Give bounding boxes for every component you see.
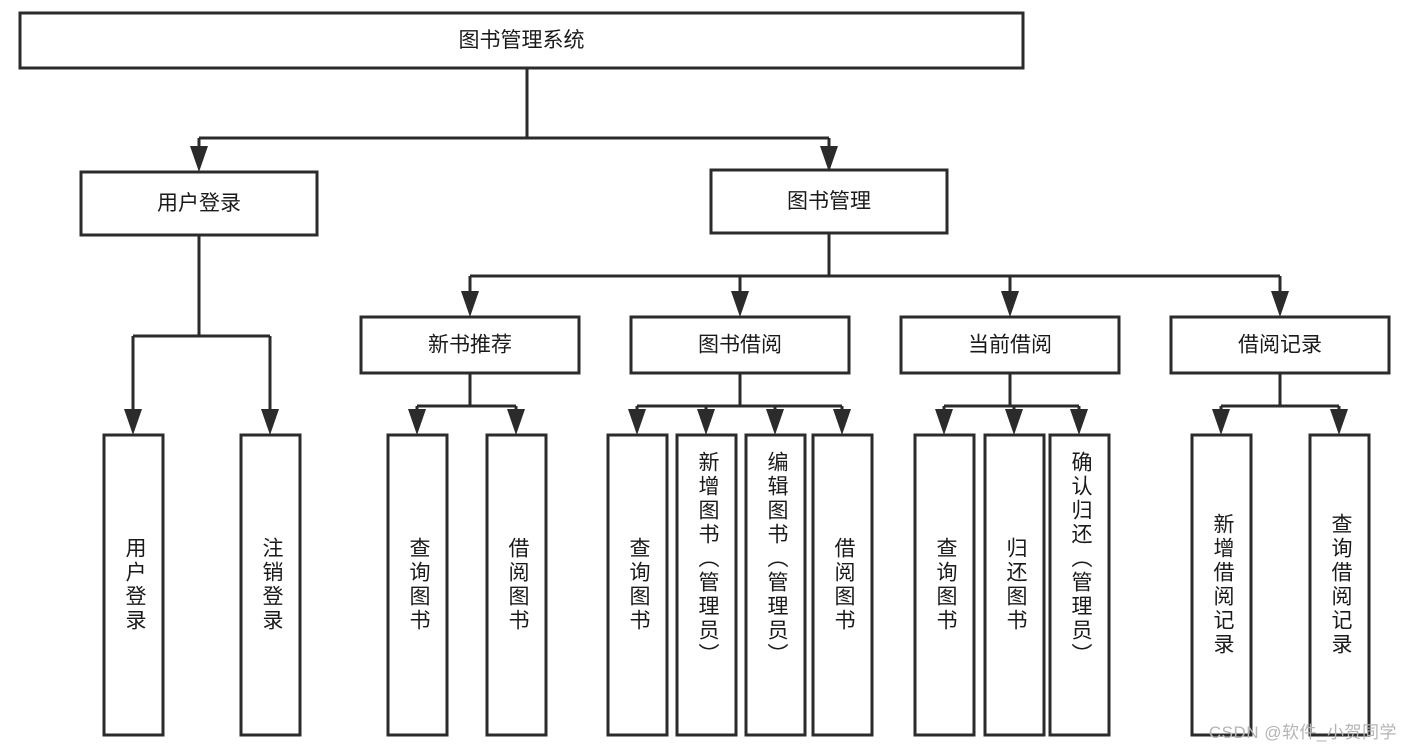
leaf-label: 查询图书	[934, 537, 958, 633]
arrow-head-icon	[507, 409, 525, 435]
leaf-label: 查询借阅记录	[1329, 513, 1353, 657]
leaf-box[interactable]	[102, 433, 165, 737]
arrow-head-icon	[1005, 409, 1023, 435]
level3-node[interactable]: 图书借阅	[629, 315, 851, 375]
level2-box[interactable]	[709, 168, 949, 235]
leaf-box[interactable]	[239, 433, 302, 737]
leaf-label: 注销登录	[260, 537, 284, 633]
level3-label: 新书推荐	[428, 334, 512, 357]
root-label: 图书管理系统	[459, 29, 585, 52]
arrow-head-icon	[628, 409, 646, 435]
level3-label: 图书借阅	[698, 334, 782, 357]
leaf-node[interactable]: 确认归还（管理员）	[1048, 433, 1111, 737]
arrow-head-icon	[1070, 409, 1088, 435]
arrow-head-icon	[1330, 409, 1348, 435]
leaf-label: 借阅图书	[506, 537, 530, 633]
leaf-box[interactable]	[744, 433, 807, 737]
leaf-node[interactable]: 借阅图书	[485, 433, 548, 737]
leaf-node[interactable]: 查询图书	[913, 433, 976, 737]
leaf-box[interactable]	[1308, 433, 1371, 737]
level2-box[interactable]	[79, 170, 319, 237]
root-node[interactable]: 图书管理系统	[18, 11, 1025, 70]
leaf-node[interactable]: 新增图书（管理员）	[675, 433, 738, 737]
leaf-node[interactable]: 查询借阅记录	[1308, 433, 1371, 737]
arrow-head-icon	[820, 146, 838, 172]
leaf-box[interactable]	[606, 433, 669, 737]
leaf-box[interactable]	[913, 433, 976, 737]
level3-box[interactable]	[1169, 315, 1391, 375]
arrow-head-icon	[833, 409, 851, 435]
level2-node[interactable]: 图书管理	[709, 168, 949, 235]
arrow-head-icon	[408, 409, 426, 435]
arrow-head-icon	[1001, 291, 1019, 317]
arrow-head-icon	[261, 409, 279, 435]
leaf-label: 归还图书	[1004, 537, 1028, 633]
leaf-box[interactable]	[675, 433, 738, 737]
arrow-head-icon	[461, 291, 479, 317]
level3-label: 当前借阅	[968, 334, 1052, 357]
leaf-label: 借阅图书	[832, 537, 856, 633]
level3-box[interactable]	[359, 315, 581, 375]
leaf-box[interactable]	[1048, 433, 1111, 737]
leaf-node[interactable]: 借阅图书	[811, 433, 874, 737]
leaf-node[interactable]: 编辑图书（管理员）	[744, 433, 807, 737]
leaf-node[interactable]: 新增借阅记录	[1190, 433, 1253, 737]
arrow-head-icon	[935, 409, 953, 435]
arrow-head-icon	[1212, 409, 1230, 435]
level2-label: 图书管理	[787, 190, 871, 213]
leaf-label: 用户登录	[123, 537, 147, 633]
connectors-layer	[124, 68, 1348, 435]
leaf-node[interactable]: 用户登录	[102, 433, 165, 737]
level3-box[interactable]	[899, 315, 1121, 375]
leaf-box[interactable]	[386, 433, 449, 737]
leaf-node[interactable]: 注销登录	[239, 433, 302, 737]
root-box[interactable]	[18, 11, 1025, 70]
leaf-box[interactable]	[485, 433, 548, 737]
arrow-head-icon	[124, 409, 142, 435]
leaf-box[interactable]	[983, 433, 1046, 737]
level2-node[interactable]: 用户登录	[79, 170, 319, 237]
level3-label: 借阅记录	[1238, 334, 1322, 357]
level3-box[interactable]	[629, 315, 851, 375]
arrow-head-icon	[731, 291, 749, 317]
arrow-head-icon	[190, 146, 208, 172]
level3-node[interactable]: 借阅记录	[1169, 315, 1391, 375]
leaf-node[interactable]: 查询图书	[386, 433, 449, 737]
level3-node[interactable]: 新书推荐	[359, 315, 581, 375]
leaf-node[interactable]: 查询图书	[606, 433, 669, 737]
leaf-label: 编辑图书（管理员）	[765, 451, 789, 667]
leaf-label: 查询图书	[627, 537, 651, 633]
nodes-layer: 图书管理系统用户登录图书管理新书推荐图书借阅当前借阅借阅记录用户登录注销登录查询…	[18, 11, 1391, 737]
leaf-label: 确认归还（管理员）	[1069, 451, 1093, 667]
leaf-label: 查询图书	[407, 537, 431, 633]
arrow-head-icon	[766, 409, 784, 435]
arrow-head-icon	[1271, 291, 1289, 317]
leaf-label: 新增图书（管理员）	[696, 451, 720, 667]
leaf-box[interactable]	[1190, 433, 1253, 737]
leaf-box[interactable]	[811, 433, 874, 737]
leaf-label: 新增借阅记录	[1211, 513, 1235, 657]
level3-node[interactable]: 当前借阅	[899, 315, 1121, 375]
level2-label: 用户登录	[157, 192, 241, 215]
arrow-head-icon	[697, 409, 715, 435]
leaf-node[interactable]: 归还图书	[983, 433, 1046, 737]
